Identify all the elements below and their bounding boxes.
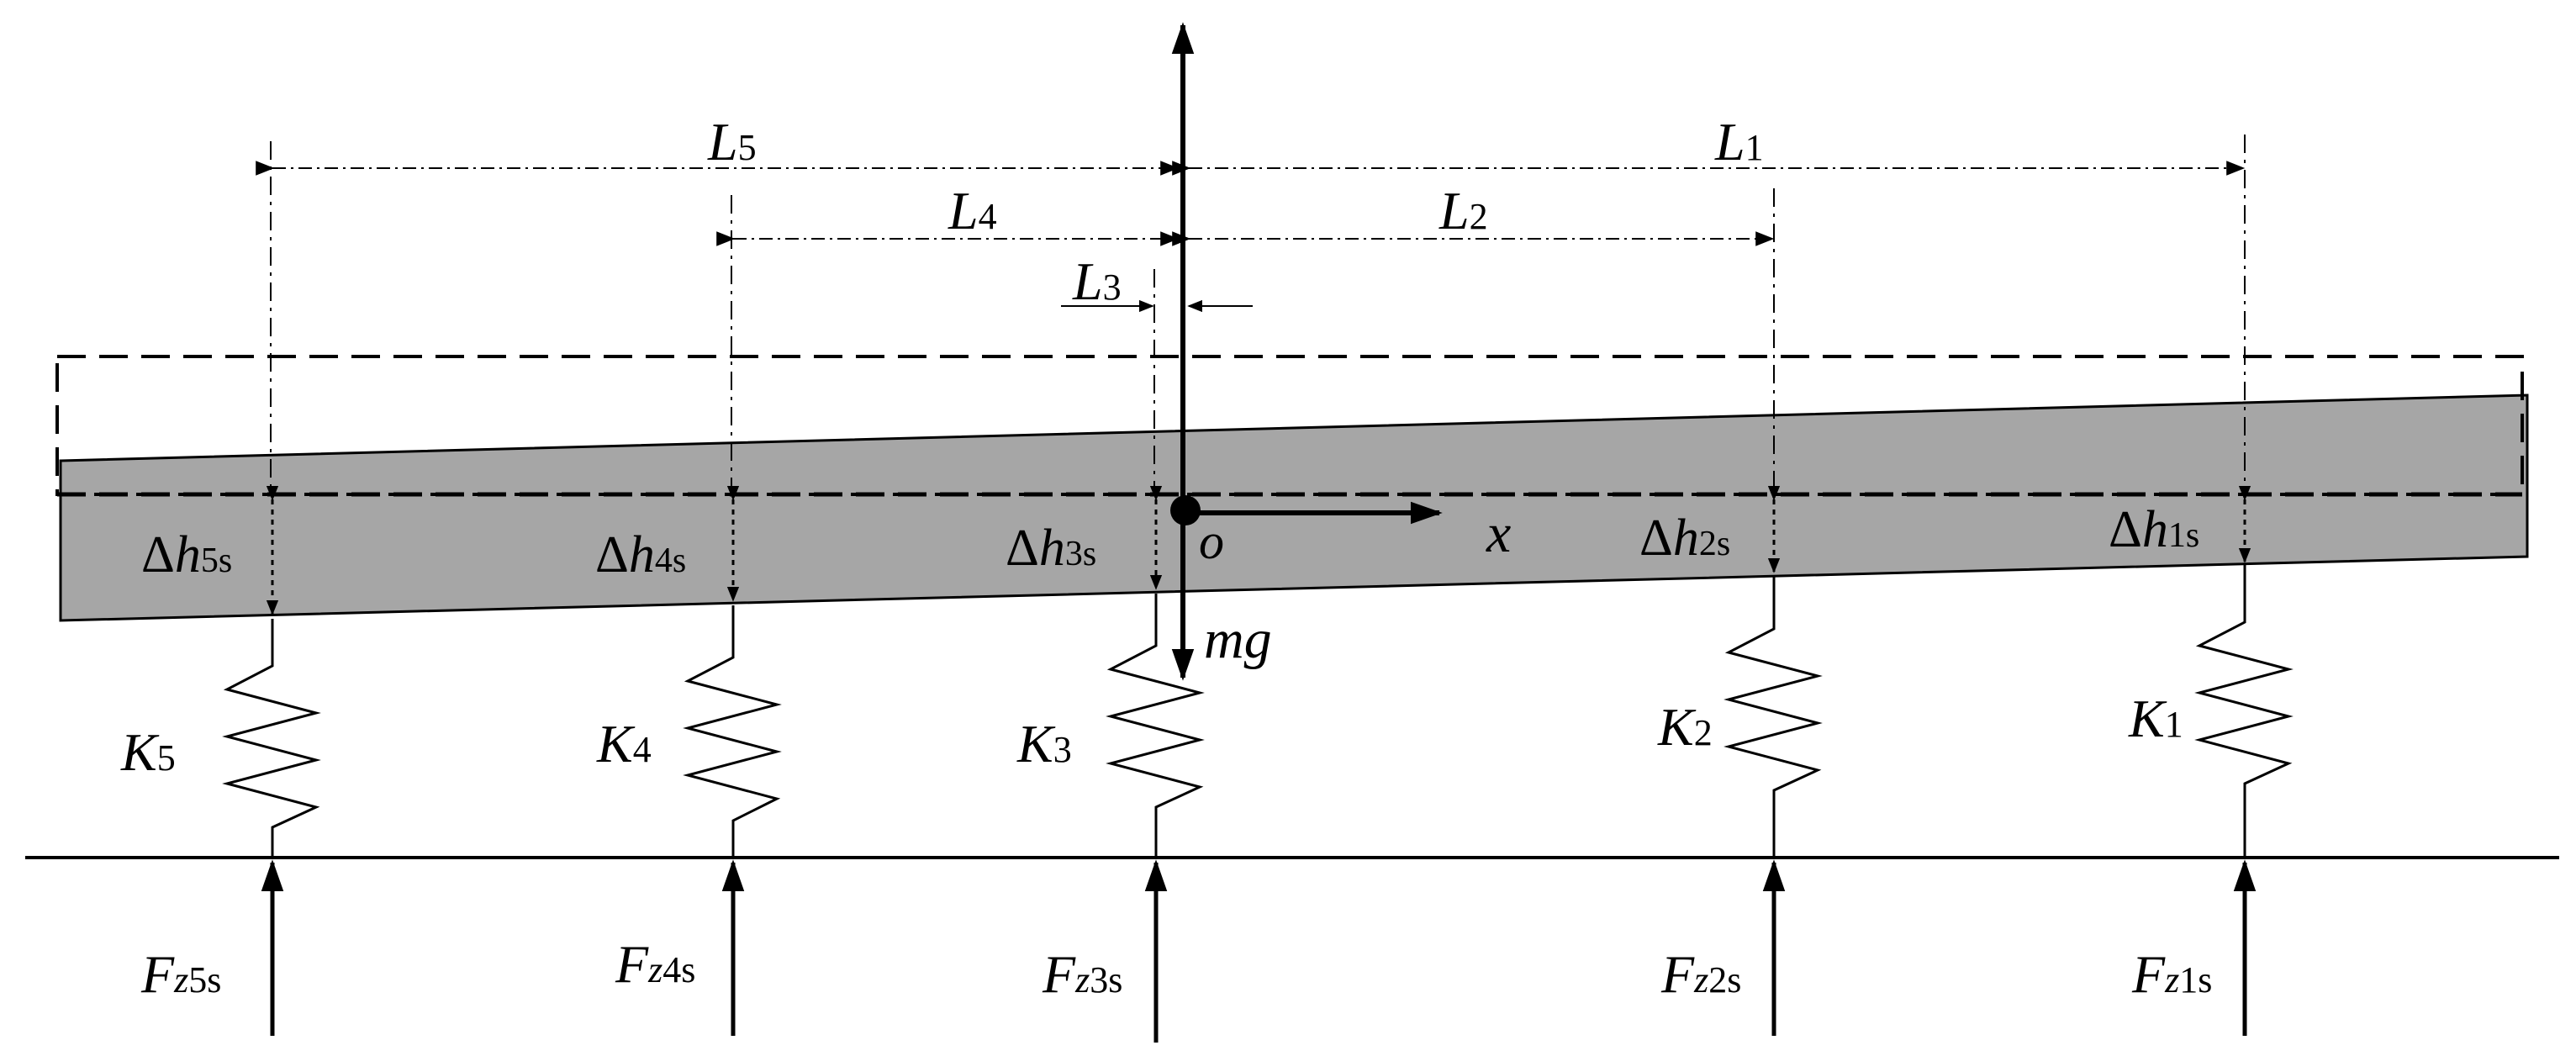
label-L3: L3 bbox=[1072, 251, 1122, 311]
label-Fz3s: Fz3s bbox=[1042, 944, 1122, 1004]
spring-2 bbox=[1723, 577, 1823, 858]
force-arrows bbox=[261, 859, 2257, 1043]
label-dh4: Δh4s bbox=[595, 526, 686, 583]
label-L1: L1 bbox=[1714, 112, 1764, 172]
deflection-arrows bbox=[266, 485, 2251, 615]
center-of-mass-dot bbox=[1170, 495, 1201, 525]
label-dh3: Δh3s bbox=[1006, 520, 1096, 577]
label-Fz2s: Fz2s bbox=[1660, 944, 1741, 1004]
vehicle-body bbox=[59, 393, 2529, 622]
label-K5: K5 bbox=[120, 722, 176, 782]
label-K4: K4 bbox=[596, 714, 652, 774]
label-L4: L4 bbox=[948, 181, 997, 240]
dimension-lines bbox=[256, 161, 2246, 246]
spring-4 bbox=[683, 605, 782, 858]
label-L5: L5 bbox=[707, 112, 757, 172]
label-dh2: Δh2s bbox=[1639, 510, 1730, 567]
label-L2: L2 bbox=[1438, 181, 1488, 240]
spring-3 bbox=[1106, 594, 1205, 858]
label-K1: K1 bbox=[2128, 689, 2183, 748]
label-dh5: Δh5s bbox=[141, 526, 232, 583]
label-mg: mg bbox=[1204, 609, 1272, 670]
label-origin: o bbox=[1199, 514, 1224, 569]
spring-5 bbox=[222, 619, 321, 858]
label-K2: K2 bbox=[1657, 697, 1713, 757]
springs bbox=[222, 565, 2294, 858]
spring-1 bbox=[2194, 565, 2294, 858]
label-x-axis: x bbox=[1486, 503, 1511, 564]
label-dh1: Δh1s bbox=[2109, 501, 2199, 558]
label-Fz1s: Fz1s bbox=[2131, 944, 2212, 1004]
label-Fz5s: Fz5s bbox=[140, 944, 221, 1004]
label-K3: K3 bbox=[1016, 714, 1072, 774]
label-Fz4s: Fz4s bbox=[615, 934, 695, 994]
